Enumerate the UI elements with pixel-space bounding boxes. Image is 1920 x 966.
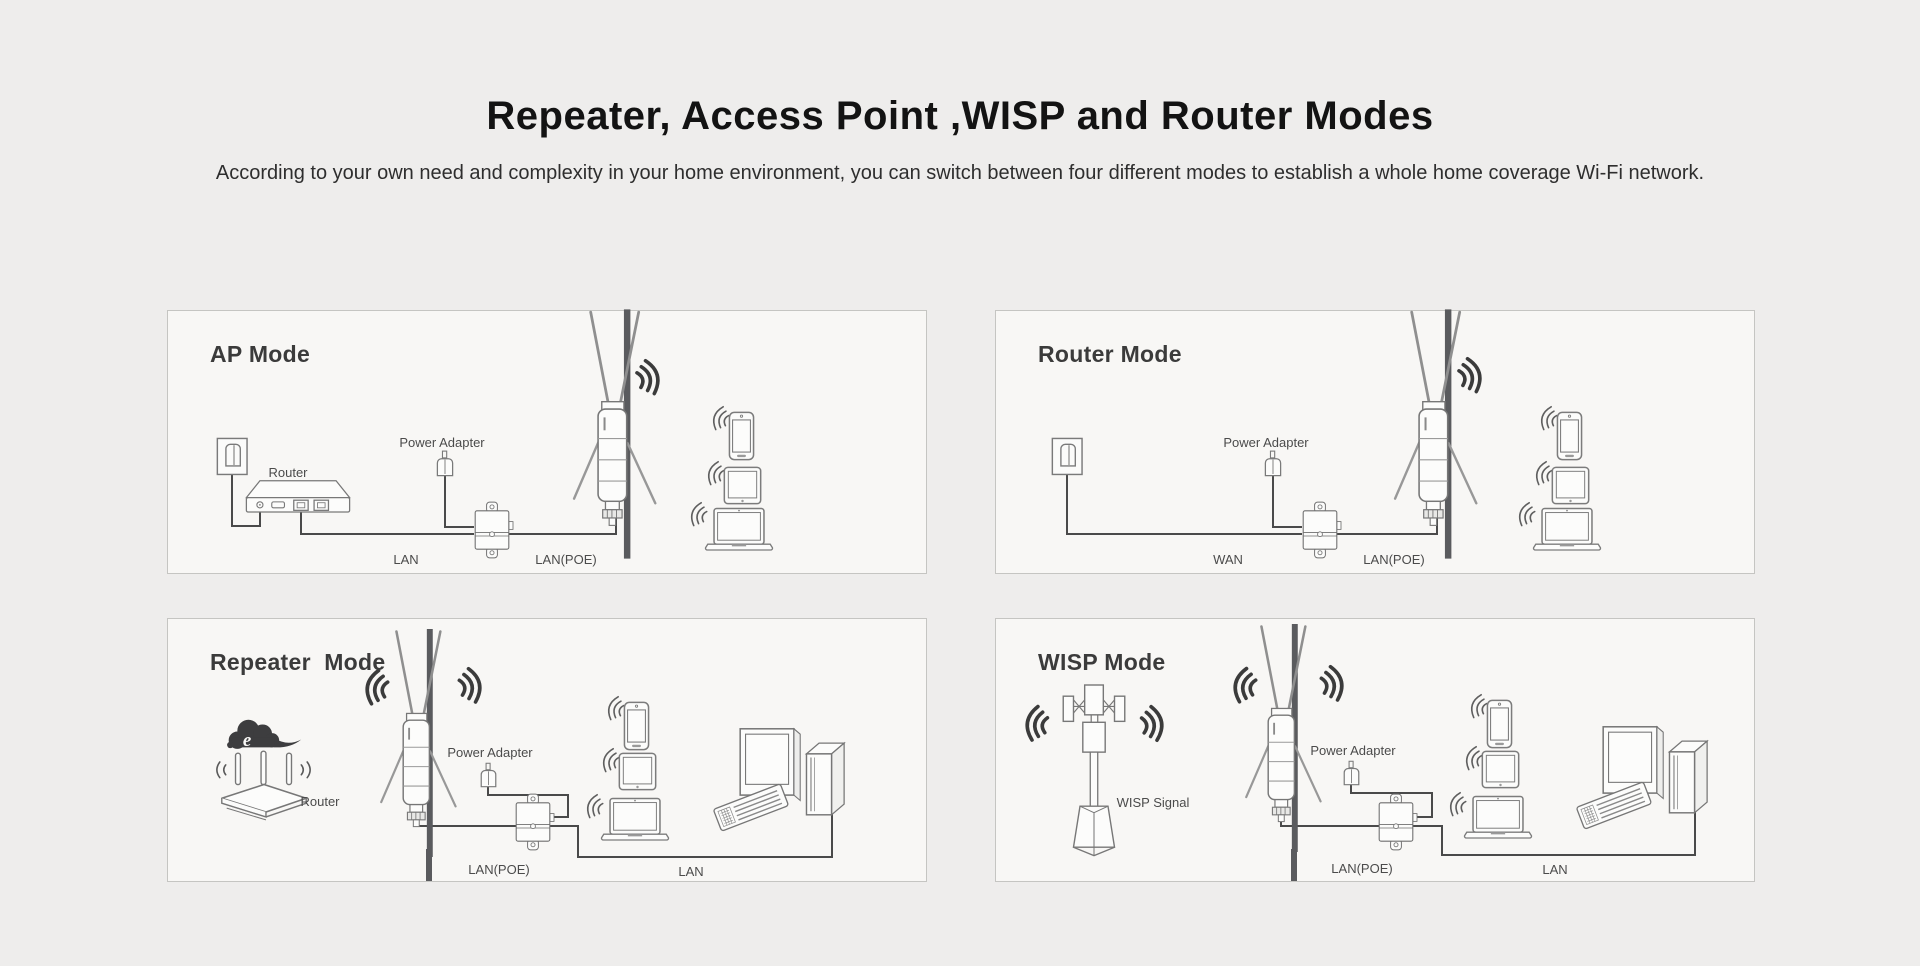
wifi-signal-icon (1138, 703, 1167, 744)
tablet-icon (723, 466, 762, 505)
power-adapter-icon (1264, 450, 1282, 477)
label-lan-poe: LAN(POE) (1331, 861, 1392, 876)
label-power-adapter: Power Adapter (399, 435, 485, 450)
tablet-icon (618, 752, 657, 791)
wifi-signal-icon (1317, 663, 1347, 705)
page-title: Repeater, Access Point ,WISP and Router … (486, 94, 1434, 138)
label-lan: LAN (393, 552, 418, 567)
power-adapter-icon (480, 762, 497, 788)
wifi-signal-icon (583, 792, 606, 821)
wall-outlet-icon (216, 437, 248, 476)
smartphone-icon (1486, 699, 1513, 749)
wifi-signal-icon (1467, 692, 1490, 721)
wifi-signal-icon (1462, 744, 1485, 773)
outdoor-ap-icon (1244, 622, 1322, 854)
wisp-mode-diagram: WISP Signal Power Adapter LAN(POE) LAN (1022, 622, 1708, 881)
internet-cloud-icon (227, 719, 302, 751)
wifi-signal-icon (704, 459, 727, 488)
outdoor-ap-icon (1393, 307, 1478, 561)
poe-injector-icon (474, 501, 514, 559)
label-lan: LAN (1542, 862, 1567, 877)
router-mode-title: Router Mode (1038, 341, 1182, 367)
ap-mode-title: AP Mode (210, 341, 311, 367)
laptop-icon (1463, 795, 1533, 839)
laptop-icon (704, 507, 774, 551)
repeater-mode-title: Repeater Mode (210, 649, 386, 675)
wifi-signal-icon (1537, 404, 1560, 433)
page-subtitle: According to your own need and complexit… (215, 162, 1705, 184)
repeater-mode-panel: Router Power Adapter LAN(POE) LAN Repeat… (167, 618, 927, 882)
wisp-tower-icon (1062, 684, 1126, 857)
wifi-signal-icon (687, 500, 710, 529)
label-lan-poe: LAN(POE) (468, 862, 529, 877)
poe-injector-icon (1378, 793, 1418, 851)
mounting-pole (1291, 849, 1297, 881)
power-adapter-icon (436, 450, 454, 477)
laptop-icon (1532, 507, 1602, 551)
wireless-router-icon (216, 750, 311, 821)
mounting-pole (426, 849, 432, 881)
wifi-signal-icon (1446, 790, 1469, 819)
ap-mode-panel: Router Power Adapter LAN LAN(POE) AP Mod… (167, 307, 927, 574)
router-mode-panel: Power Adapter WAN LAN(POE) Router Mode (995, 307, 1755, 574)
wifi-signal-icon (1515, 500, 1538, 529)
wisp-mode-title: WISP Mode (1038, 649, 1166, 675)
tablet-icon (1481, 750, 1520, 789)
label-router: Router (300, 794, 340, 809)
wifi-signal-icon (599, 746, 622, 775)
wifi-signal-icon (1230, 665, 1260, 706)
tablet-icon (1551, 466, 1590, 505)
smartphone-icon (1556, 411, 1583, 461)
label-lan: LAN (678, 864, 703, 879)
desktop-computer-icon (712, 728, 845, 832)
wall-outlet-icon (1051, 437, 1083, 476)
wifi-signal-icon (632, 356, 664, 399)
label-wisp-signal: WISP Signal (1117, 795, 1190, 810)
label-router: Router (268, 465, 308, 480)
wifi-signal-icon (1454, 354, 1486, 397)
cables (1066, 461, 1438, 535)
wifi-signal-icon (455, 665, 485, 707)
label-power-adapter: Power Adapter (1223, 435, 1309, 450)
router-mode-diagram: Power Adapter WAN LAN(POE) (1051, 307, 1602, 567)
router-icon (245, 480, 351, 513)
wifi-signal-icon (709, 404, 732, 433)
poe-injector-icon (515, 793, 555, 851)
wisp-mode-panel: WISP Signal Power Adapter LAN(POE) LAN W… (995, 618, 1755, 882)
wifi-signal-icon (1022, 703, 1051, 744)
desktop-computer-icon (1575, 726, 1708, 830)
outdoor-ap-icon (572, 307, 657, 561)
wifi-signal-icon (604, 694, 627, 723)
outdoor-ap-icon (379, 627, 457, 859)
label-power-adapter: Power Adapter (447, 745, 533, 760)
wifi-signal-icon (1532, 459, 1555, 488)
laptop-icon (600, 797, 670, 841)
label-lan-poe: LAN(POE) (1363, 552, 1424, 567)
smartphone-icon (728, 411, 755, 461)
repeater-mode-diagram: Router Power Adapter LAN(POE) LAN (216, 627, 845, 881)
smartphone-icon (623, 701, 650, 751)
power-adapter-icon (1343, 760, 1360, 786)
label-power-adapter: Power Adapter (1310, 743, 1396, 758)
poe-injector-icon (1302, 501, 1342, 559)
ap-mode-diagram: Router Power Adapter LAN LAN(POE) (216, 307, 774, 567)
label-wan: WAN (1213, 552, 1243, 567)
label-lan-poe: LAN(POE) (535, 552, 596, 567)
